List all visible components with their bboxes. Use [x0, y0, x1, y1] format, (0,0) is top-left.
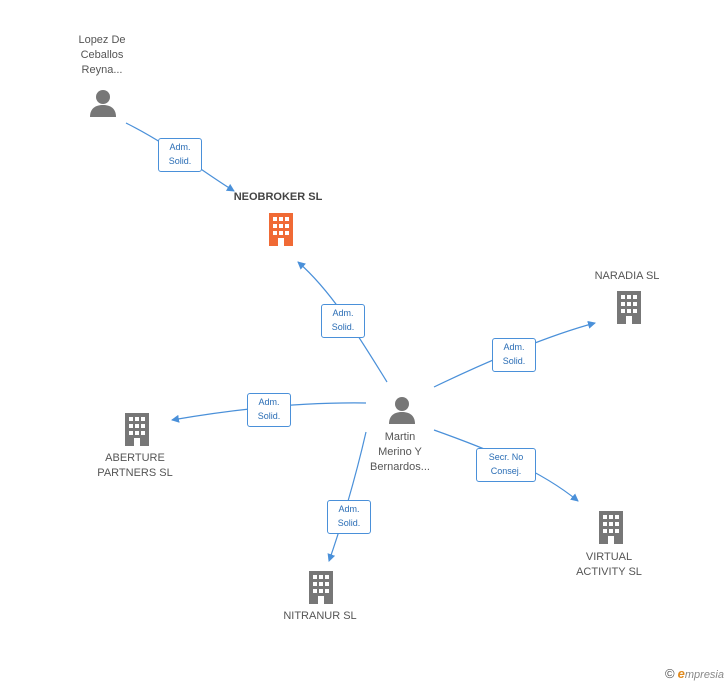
label-line: ABERTURE [105, 452, 165, 464]
tag-line: Secr. No [488, 452, 524, 462]
node-label-martin: Martin Merino Y Bernardos... [350, 430, 450, 475]
label-line: NEOBROKER SL [233, 191, 323, 203]
tag-line: Adm. [338, 504, 360, 514]
edge-tag-lopez-neobroker[interactable]: Adm. Solid. [158, 138, 202, 172]
edge-tag-martin-neobroker[interactable]: Adm. Solid. [321, 304, 365, 338]
node-label-naradia: NARADIA SL [577, 269, 677, 284]
person-icon[interactable] [387, 395, 417, 425]
label-line: Martin [384, 431, 416, 443]
building-icon[interactable] [265, 212, 297, 246]
node-label-nitranur: NITRANUR SL [270, 609, 370, 624]
edge-tag-martin-aberture[interactable]: Adm. Solid. [247, 393, 291, 427]
tag-line: Consej. [490, 466, 522, 476]
tag-line: Adm. [503, 342, 525, 352]
node-label-aberture: ABERTURE PARTNERS SL [85, 451, 185, 481]
tag-line: Solid. [257, 411, 281, 421]
brand-logo-initial: e [677, 666, 685, 681]
person-icon[interactable] [88, 88, 118, 118]
node-label-lopez: Lopez De Ceballos Reyna... [52, 33, 152, 78]
label-line: Reyna... [81, 64, 123, 76]
tag-line: Solid. [502, 356, 526, 366]
building-icon[interactable] [613, 290, 645, 324]
label-line: NITRANUR SL [283, 610, 357, 622]
building-icon[interactable] [121, 412, 153, 446]
label-line: Merino Y [378, 446, 422, 458]
tag-line: Adm. [258, 397, 280, 407]
tag-line: Adm. [332, 308, 354, 318]
tag-line: Solid. [168, 156, 192, 166]
edge-tag-martin-virtual[interactable]: Secr. No Consej. [476, 448, 536, 482]
edge-tag-martin-nitranur[interactable]: Adm. Solid. [327, 500, 371, 534]
node-label-neobroker: NEOBROKER SL [218, 190, 338, 205]
tag-line: Solid. [331, 322, 355, 332]
building-icon[interactable] [305, 570, 337, 604]
building-icon[interactable] [595, 510, 627, 544]
label-line: PARTNERS SL [97, 467, 173, 479]
brand-name: mpresia [684, 669, 724, 681]
label-line: Bernardos... [370, 461, 430, 473]
tag-line: Solid. [337, 518, 361, 528]
label-line: ACTIVITY SL [576, 566, 642, 578]
edge-tag-martin-naradia[interactable]: Adm. Solid. [492, 338, 536, 372]
node-label-virtual: VIRTUAL ACTIVITY SL [559, 550, 659, 580]
label-line: Ceballos [80, 49, 124, 61]
tag-line: Adm. [169, 142, 191, 152]
label-line: VIRTUAL [585, 551, 633, 563]
brand-footer[interactable]: © empresia [665, 666, 724, 681]
copyright-symbol: © [664, 666, 675, 681]
label-line: NARADIA SL [594, 270, 660, 282]
label-line: Lopez De [78, 34, 126, 46]
